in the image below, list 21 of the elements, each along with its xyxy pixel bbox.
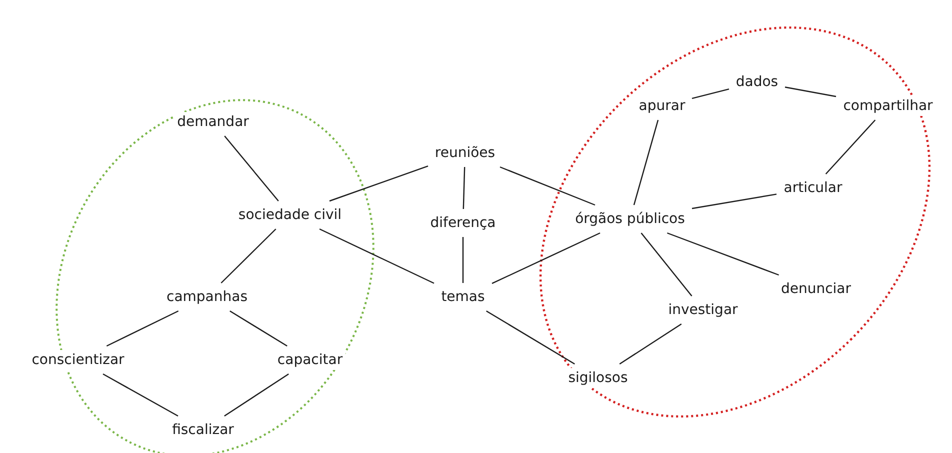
connector-line (462, 166, 466, 210)
connector-line (619, 324, 682, 364)
connector-line (666, 232, 780, 276)
connector-line (462, 237, 464, 283)
connector-line (486, 310, 575, 365)
connector-line (640, 232, 692, 296)
connector-line (692, 194, 777, 210)
connector-line (329, 166, 428, 202)
connector-line (825, 120, 876, 174)
connector-line (230, 310, 288, 347)
connector-line (784, 86, 836, 98)
connector-line (220, 228, 276, 284)
connector-line (692, 88, 730, 99)
connector-line (492, 232, 600, 284)
connector-line (102, 373, 178, 417)
connector-line (106, 310, 179, 347)
connector-line (319, 228, 434, 284)
connector-line (224, 136, 279, 202)
connector-line (500, 166, 596, 206)
connector-line (224, 374, 289, 416)
connector-line (633, 120, 659, 206)
